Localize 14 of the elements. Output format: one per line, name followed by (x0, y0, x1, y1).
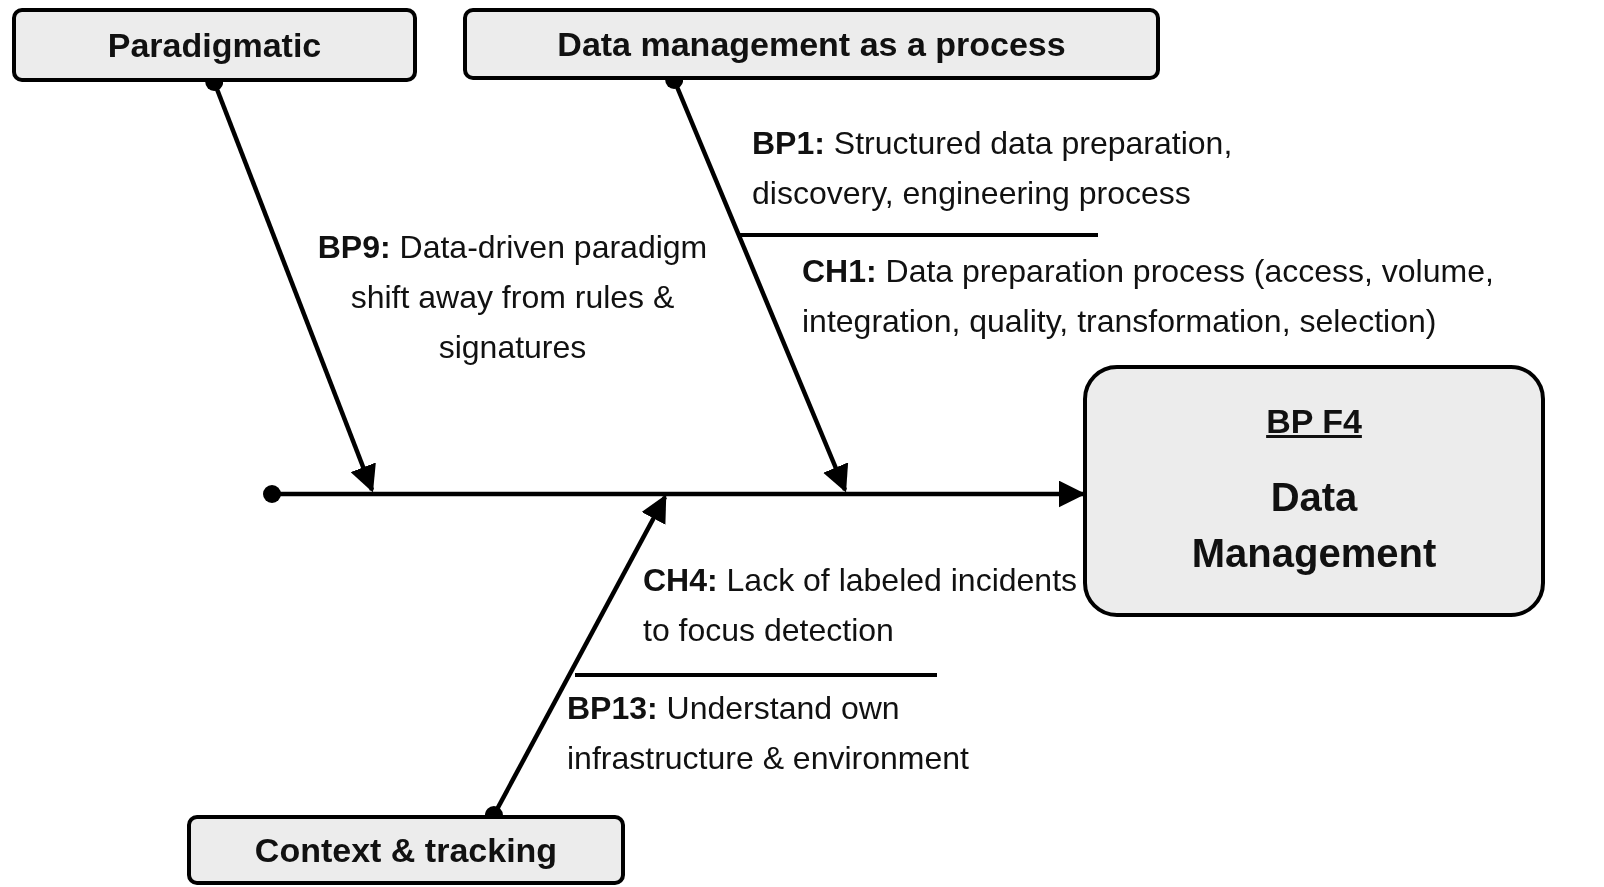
box-label: Data management as a process (557, 24, 1066, 64)
cause-note: BP1: Structured data preparation, discovery, engineering process (752, 124, 1234, 213)
box-heading: BP F4 (1266, 401, 1362, 441)
category-box (463, 8, 1160, 80)
category-box (12, 8, 417, 82)
box-label: Context & tracking (254, 830, 558, 870)
cause-note: BP9: Data-driven paradigm shift away from rules & signatures (316, 228, 709, 367)
cause-note: BP13: Understand own infrastructure & environment (567, 689, 970, 778)
category-box (187, 815, 625, 885)
box-label: Data Management (1190, 473, 1438, 577)
cause-note: CH1: Data preparation process (access, volume, integration, quality, transformation, selection) (802, 252, 1495, 341)
cause-note: CH4: Lack of labeled incidents to focus detection (643, 561, 1078, 650)
box-label: Paradigmatic (107, 25, 322, 65)
effect-box (1083, 365, 1545, 617)
